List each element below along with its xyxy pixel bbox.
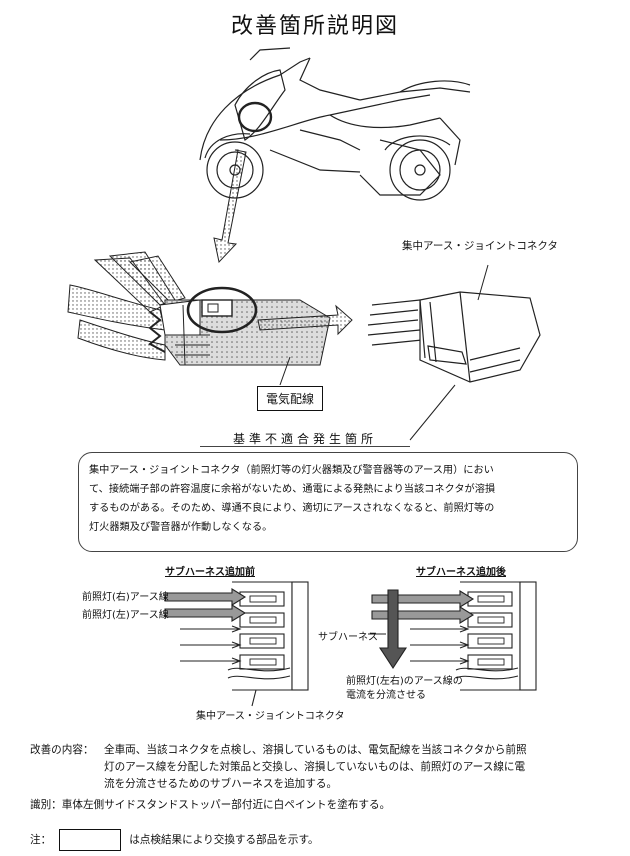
description-line: 集中アース・ジョイントコネクタ（前照灯等の灯火器類及び警音器等のアース用）におい <box>89 465 494 476</box>
connector-label-top: 集中アース・ジョイントコネクタ <box>402 240 558 252</box>
note-label: 注： <box>30 833 52 846</box>
description-line: 灯火器類及び警音器が作動しなくなる。 <box>89 522 273 533</box>
wire-right-label: 前照灯(右)アース線 <box>82 592 169 603</box>
description-box: 集中アース・ジョイントコネクタ（前照灯等の灯火器類及び警音器等のアース用）におい… <box>78 452 578 552</box>
enlarged-connector <box>367 291 541 383</box>
flow-note-line2: 電流を分流させる <box>346 690 426 701</box>
description-line: て、接続端子部の許容温度に余裕がないため、通電による発熱により当該コネクタが溶損 <box>89 484 496 495</box>
improvement-text: 全車両、当該コネクタを点検し、溶損しているものは、電気配線を当該コネクタから前照… <box>104 742 609 793</box>
wiring-box: 電気配線 <box>257 386 324 411</box>
wire-left-label: 前照灯(左)アース線 <box>82 610 169 621</box>
improvement-line: 全車両、当該コネクタを点検し、溶損しているものは、電気配線を当該コネクタから前照 <box>104 744 527 756</box>
connector-label-bottom: 集中アース・ジョイントコネクタ <box>196 711 345 722</box>
down-arrow <box>213 149 247 264</box>
improvement-label: 改善の内容： <box>30 744 94 756</box>
after-diagram <box>368 581 537 691</box>
before-diagram <box>164 581 309 707</box>
improvement-line: 流を分流させるためのサブハーネスを追加する。 <box>104 778 338 790</box>
page-title: 改善箇所説明図 <box>230 14 399 39</box>
title-underline <box>200 446 410 447</box>
improvement-line: 灯のアース線を分配した対策品と交換し、溶損していないものは、前照灯のアース線に電 <box>104 761 526 773</box>
note-text: は点検結果により交換する部品を示す。 <box>129 833 319 846</box>
note-legend-box <box>59 829 122 851</box>
flow-note-line1: 前照灯(左右)のアース線の <box>346 676 463 687</box>
defect-location-title: 基準不適合発生箇所 <box>232 432 377 446</box>
identification-text: 識別：車体左側サイドスタンドストッパー部付近に白ペイントを塗布する。 <box>30 799 391 811</box>
harness-illustration <box>67 251 353 366</box>
description-line: するものがある。そのため、導通不良により、適切にアースされなくなると、前照灯等の <box>89 503 495 514</box>
after-title: サブハーネス追加後 <box>416 567 506 578</box>
before-title: サブハーネス追加前 <box>165 567 255 578</box>
note-row: 注： は点検結果により交換する部品を示す。 <box>30 829 319 851</box>
sub-harness-label: サブハーネス <box>318 632 378 643</box>
